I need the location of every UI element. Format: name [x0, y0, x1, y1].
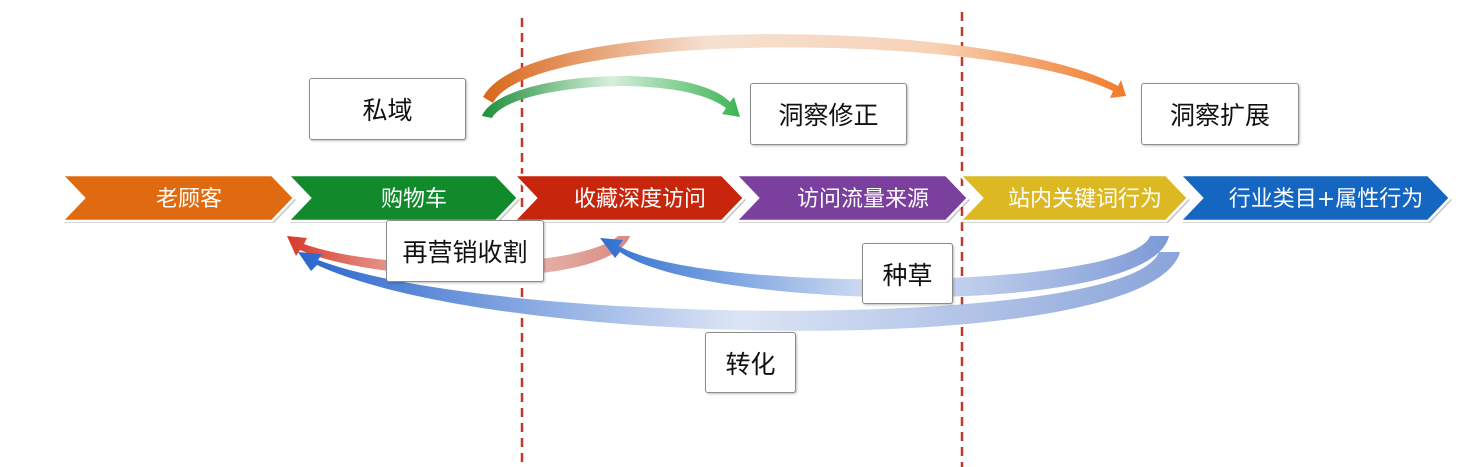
- arrow-private-to-expansion: [483, 34, 1126, 103]
- label-remarketing: 再营销收割: [386, 220, 544, 282]
- stage-label-4: 访问流量来源: [797, 187, 929, 212]
- stage-label-2: 购物车: [381, 187, 447, 212]
- label-conversion: 转化: [705, 332, 796, 393]
- stage-chevron-4: [733, 173, 970, 223]
- stage-chevrons: 老顾客 购物车 收藏深度访问 访问流量来源 站内关键词行为 行业类目+属性行为: [59, 173, 1452, 223]
- label-seeding: 种草: [862, 243, 953, 304]
- stage-chevron-3: [511, 173, 746, 223]
- arrow-private-to-correction: [482, 76, 740, 118]
- arrow-seeding: [600, 236, 1169, 298]
- stage-label-3: 收藏深度访问: [574, 187, 706, 212]
- stage-label-6: 行业类目+属性行为: [1229, 187, 1423, 212]
- arrow-remarketing: [287, 236, 630, 277]
- stage-label-5: 站内关键词行为: [1008, 187, 1162, 212]
- label-insight-correction: 洞察修正: [750, 83, 907, 145]
- stage-chevron-1: [59, 173, 296, 223]
- stage-chevron-6: [1177, 173, 1452, 223]
- arrow-conversion: [298, 252, 1180, 331]
- stage-chevron-5: [957, 173, 1190, 223]
- label-insight-expansion: 洞察扩展: [1141, 83, 1299, 145]
- label-private-domain: 私域: [309, 78, 466, 140]
- stage-label-1: 老顾客: [156, 187, 222, 212]
